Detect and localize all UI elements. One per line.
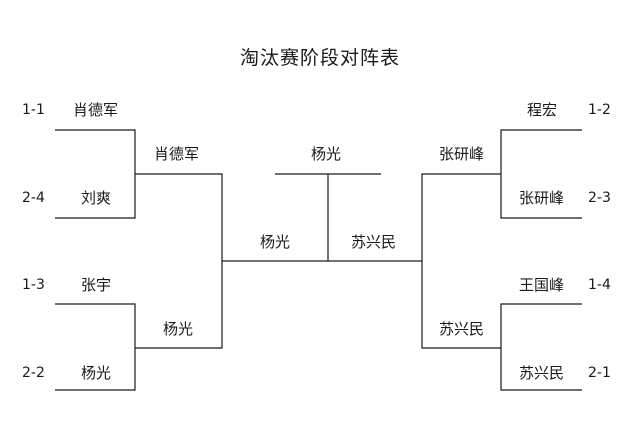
right-r1-seed-2: 2-3 xyxy=(588,190,611,206)
bracket-title: 淘汰赛阶段对阵表 xyxy=(240,47,401,69)
left-r1-player-3: 张宇 xyxy=(81,276,112,294)
right-r1-player-2: 张研峰 xyxy=(519,189,565,207)
left-r1-seed-3: 1-3 xyxy=(22,277,45,293)
left-r1-seed-1: 1-1 xyxy=(22,102,45,118)
right-r2-winner-2: 苏兴民 xyxy=(439,320,485,338)
left-r1-player-4: 杨光 xyxy=(81,364,112,382)
right-r1-player-4: 苏兴民 xyxy=(519,364,565,382)
right-r1-player-1: 程宏 xyxy=(527,101,558,119)
right-r1-seed-4: 2-1 xyxy=(588,365,611,381)
right-r1-seed-3: 1-4 xyxy=(588,277,611,293)
left-r2-winner-2: 杨光 xyxy=(163,320,194,338)
right-r1-bottom-connector xyxy=(500,303,582,391)
left-r1-seed-2: 2-4 xyxy=(22,190,45,206)
champion-name: 杨光 xyxy=(311,145,342,163)
right-r1-seed-1: 1-2 xyxy=(588,102,611,118)
right-r1-player-3: 王国峰 xyxy=(519,276,565,294)
right-semi-winner: 苏兴民 xyxy=(351,233,397,251)
left-r1-seed-4: 2-2 xyxy=(22,365,45,381)
right-r1-top-connector xyxy=(500,129,582,219)
left-r1-player-2: 刘爽 xyxy=(81,189,112,207)
left-r1-bottom-connector xyxy=(55,303,136,391)
left-r1-player-1: 肖德军 xyxy=(73,101,119,119)
right-r2-connector xyxy=(421,173,501,349)
left-r2-winner-1: 肖德军 xyxy=(154,145,200,163)
right-r2-winner-1: 张研峰 xyxy=(439,145,485,163)
left-semi-winner: 杨光 xyxy=(260,233,291,251)
